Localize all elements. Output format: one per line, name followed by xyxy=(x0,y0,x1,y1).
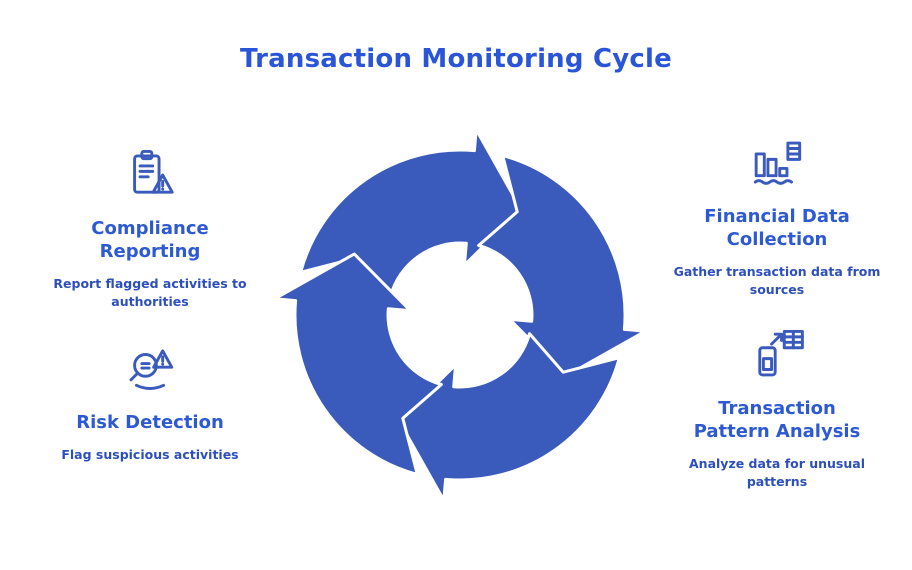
stage-title: Risk Detection xyxy=(76,412,224,433)
cycle-arrows-icon xyxy=(273,128,647,502)
stage-title: Financial Data Collection xyxy=(704,206,850,251)
stage-transaction-pattern-analysis: Transaction Pattern Analysis Analyze dat… xyxy=(653,326,901,491)
stage-title: Compliance Reporting xyxy=(91,218,209,263)
stage-compliance-reporting: Compliance Reporting Report flagged acti… xyxy=(30,146,270,311)
stage-financial-data-collection: Financial Data Collection Gather transac… xyxy=(653,134,901,299)
magnifier-warning-icon xyxy=(129,349,174,390)
cycle-graphic xyxy=(260,115,660,515)
stage-description: Gather transaction data from sources xyxy=(673,264,881,298)
stage-description: Report flagged activities to authorities xyxy=(53,276,247,310)
stage-risk-detection: Risk Detection Flag suspicious activitie… xyxy=(30,340,270,464)
cycle-arrow xyxy=(273,252,443,476)
cycle-arrow xyxy=(477,154,647,378)
stage-description: Analyze data for unusual patterns xyxy=(689,456,865,490)
stage-title: Transaction Pattern Analysis xyxy=(693,398,861,443)
clipboard-warning-icon xyxy=(133,149,174,194)
bar-chart-coins-icon xyxy=(753,141,802,185)
cycle-arrow xyxy=(397,332,621,502)
diagram-title: Transaction Monitoring Cycle xyxy=(240,44,672,74)
stage-description: Flag suspicious activities xyxy=(61,447,239,463)
phone-analysis-icon xyxy=(758,329,804,377)
